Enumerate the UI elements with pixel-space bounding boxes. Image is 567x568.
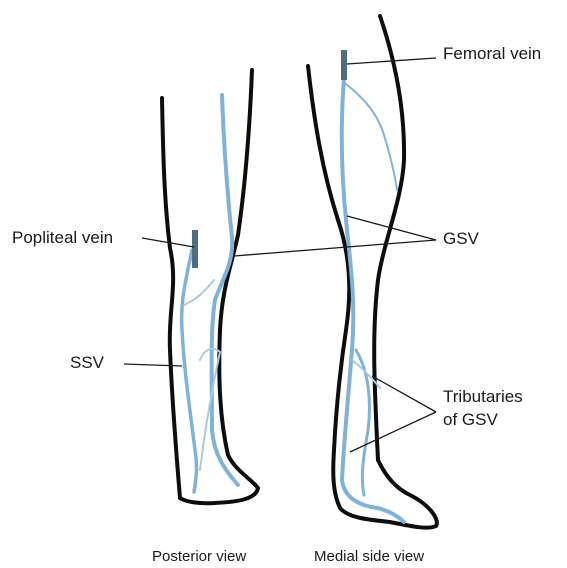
medial-view-caption: Medial side view <box>314 548 424 566</box>
posterior-leg <box>162 70 258 503</box>
posterior-view-caption: Posterior view <box>152 548 246 566</box>
ssv-leader <box>124 364 182 366</box>
medial-leg-outline-front <box>374 16 404 460</box>
femoral-vein-label: Femoral vein <box>443 44 541 64</box>
tributaries-leader-1 <box>372 376 436 412</box>
popliteal-vein-segment <box>192 230 198 268</box>
ssv-vein <box>182 250 197 492</box>
tributaries-label-line1: Tributaries <box>443 387 523 407</box>
gsv-leader-posterior <box>234 240 436 256</box>
medial-upper-branch <box>346 84 397 190</box>
medial-leg <box>308 16 437 528</box>
posterior-tributary-upper <box>184 280 214 305</box>
femoral-vein-segment <box>341 50 347 80</box>
gsv-label: GSV <box>443 229 479 249</box>
medial-gsv-vein <box>342 78 404 522</box>
tributaries-label-line2: of GSV <box>443 410 498 430</box>
tributaries-leader-2 <box>350 412 436 452</box>
posterior-leg-outline-left <box>162 98 180 498</box>
popliteal-vein-label: Popliteal vein <box>12 228 113 248</box>
ssv-label: SSV <box>70 353 104 373</box>
gsv-tributary-1 <box>356 350 370 495</box>
medial-leg-outline-back <box>308 66 437 528</box>
